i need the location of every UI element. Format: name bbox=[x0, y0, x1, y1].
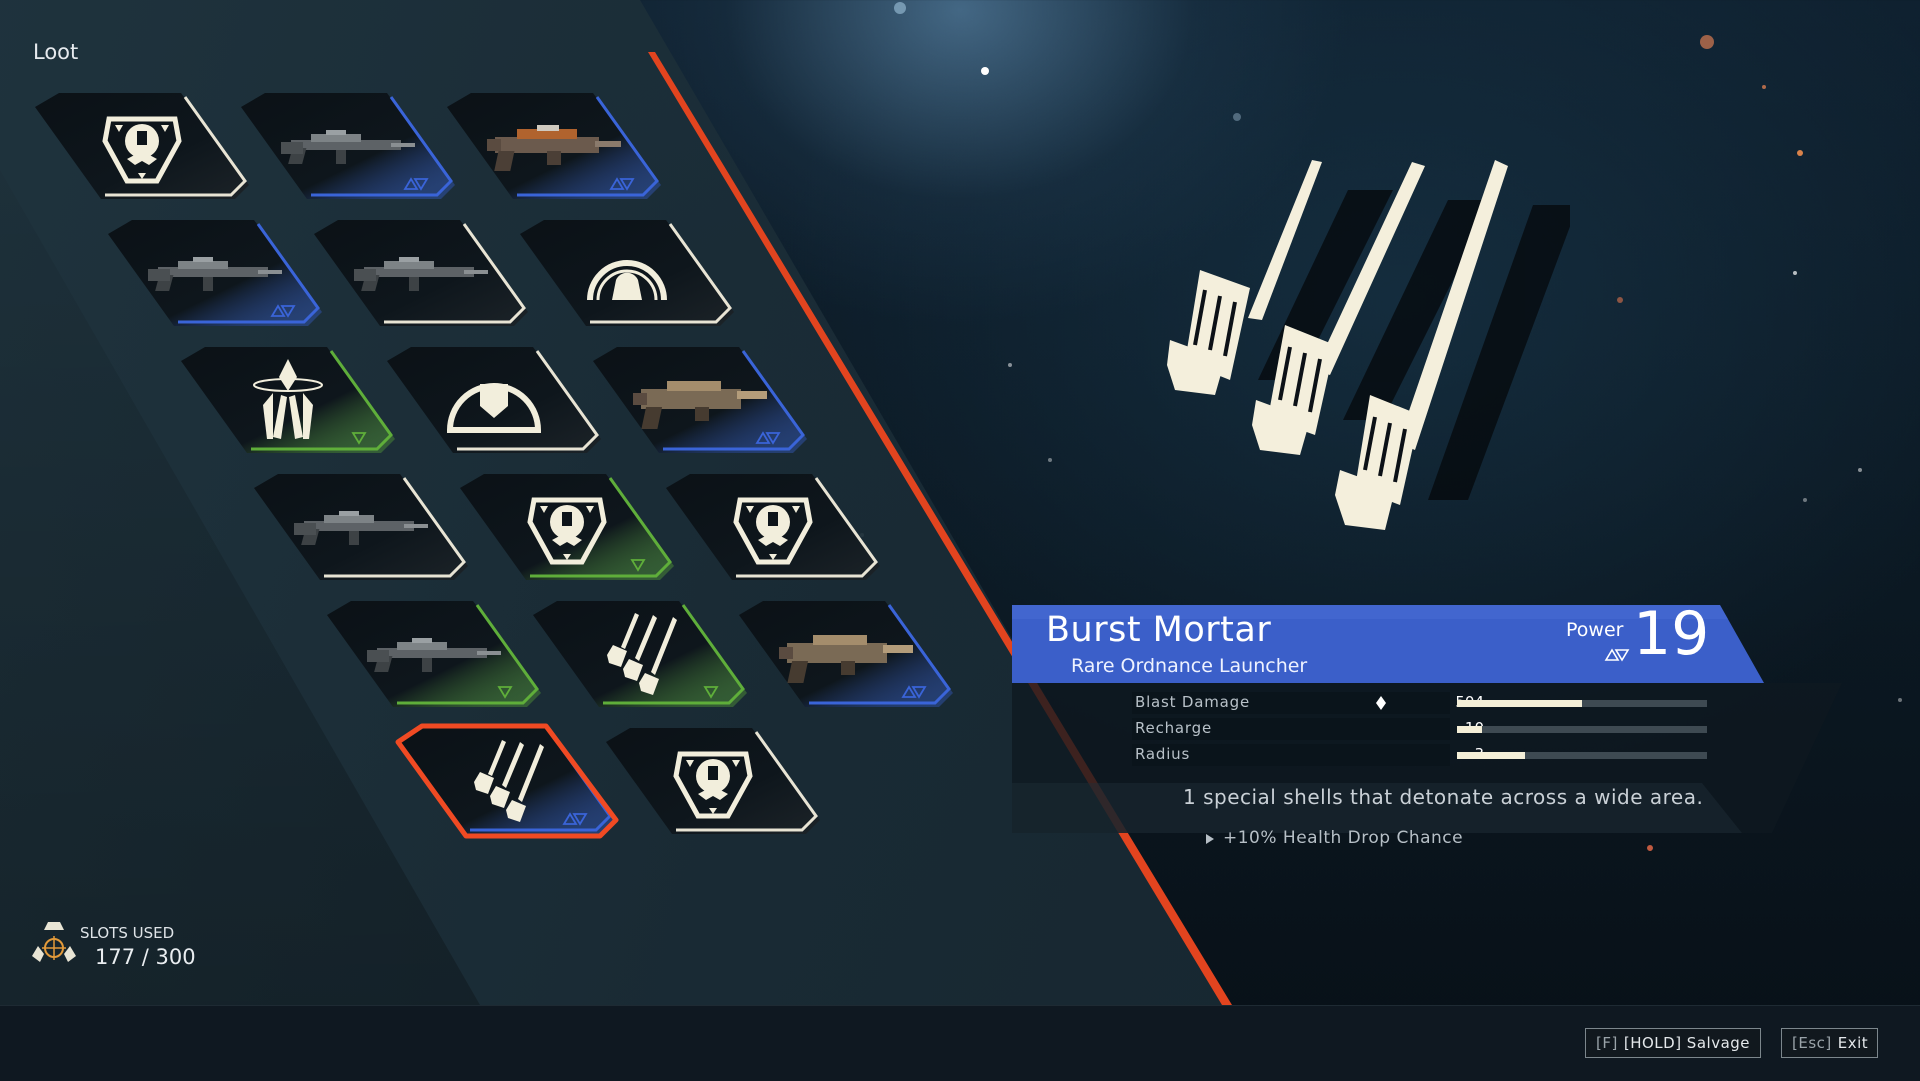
salvage-button[interactable]: [F] [HOLD] Salvage bbox=[1585, 1028, 1761, 1058]
power-label: Power bbox=[1566, 619, 1624, 641]
stat-bar bbox=[1457, 752, 1707, 759]
rarity-icon bbox=[703, 686, 719, 699]
loot-item[interactable] bbox=[181, 347, 395, 453]
loot-item[interactable] bbox=[520, 220, 734, 326]
shield-dome-icon bbox=[427, 353, 561, 447]
rifle-icon bbox=[354, 226, 488, 320]
rifle-icon bbox=[148, 226, 282, 320]
rifle-icon bbox=[281, 99, 415, 193]
rarity-icon bbox=[351, 432, 367, 445]
slots-used-value: 177 / 300 bbox=[95, 945, 196, 969]
panel-title: Loot bbox=[33, 40, 79, 64]
rarity-icon bbox=[609, 177, 635, 191]
loot-item[interactable] bbox=[606, 728, 820, 834]
selection-highlight bbox=[395, 723, 619, 839]
item-perk: +10% Health Drop Chance bbox=[1223, 828, 1464, 848]
loot-item[interactable] bbox=[533, 601, 747, 707]
loot-item[interactable] bbox=[254, 474, 468, 580]
rarity-icon bbox=[403, 177, 429, 191]
missiles-icon bbox=[440, 734, 574, 828]
stat-row-blast-damage: Blast Damage 504 bbox=[1132, 692, 1712, 714]
rarity-icon bbox=[1604, 648, 1630, 662]
loot-item[interactable] bbox=[35, 93, 249, 199]
diamond-icon bbox=[1376, 696, 1386, 710]
loot-item[interactable] bbox=[739, 601, 953, 707]
heavy-gun-icon bbox=[779, 607, 913, 701]
loot-item[interactable] bbox=[593, 347, 807, 453]
item-artwork bbox=[1167, 160, 1570, 530]
loot-item[interactable] bbox=[460, 474, 674, 580]
rarity-icon bbox=[630, 559, 646, 572]
exit-key: [Esc] bbox=[1792, 1034, 1832, 1052]
assault-rifle-icon bbox=[487, 99, 621, 193]
loot-item[interactable] bbox=[314, 220, 528, 326]
loot-item[interactable] bbox=[387, 347, 601, 453]
stat-row-recharge: Recharge 10 bbox=[1132, 718, 1712, 740]
item-description: 1 special shells that detonate across a … bbox=[1183, 785, 1704, 809]
salvage-label: [HOLD] Salvage bbox=[1623, 1034, 1751, 1052]
heavy-gun-icon bbox=[633, 353, 767, 447]
rifle-icon bbox=[367, 607, 501, 701]
loot-item[interactable] bbox=[241, 93, 455, 199]
seal-weapon-icon bbox=[706, 480, 840, 574]
slots-used-label: SLOTS USED bbox=[80, 924, 175, 942]
stat-bar bbox=[1457, 700, 1707, 707]
stat-bar bbox=[1457, 726, 1707, 733]
item-name-banner bbox=[1012, 605, 1764, 683]
power-value: 19 bbox=[1633, 599, 1710, 669]
stat-row-radius: Radius 3 bbox=[1132, 744, 1712, 766]
inventory-slots-icon bbox=[32, 922, 76, 962]
salvage-key: [F] bbox=[1596, 1034, 1618, 1052]
loot-item[interactable] bbox=[395, 723, 619, 839]
loot-item[interactable] bbox=[447, 93, 661, 199]
exit-label: Exit bbox=[1837, 1034, 1869, 1052]
loot-item[interactable] bbox=[666, 474, 880, 580]
rarity-icon bbox=[562, 812, 588, 826]
seal-shield-icon bbox=[75, 99, 209, 193]
stat-name: Blast Damage bbox=[1135, 693, 1251, 711]
stat-name: Radius bbox=[1135, 745, 1191, 763]
rarity-icon bbox=[755, 431, 781, 445]
rarity-icon bbox=[270, 304, 296, 318]
seal-emblem-icon bbox=[500, 480, 634, 574]
loot-item[interactable] bbox=[327, 601, 541, 707]
rifle-icon bbox=[294, 480, 428, 574]
perk-arrow-icon bbox=[1206, 834, 1214, 844]
loot-item-tile bbox=[181, 347, 395, 453]
item-name: Burst Mortar bbox=[1046, 610, 1272, 650]
stat-name: Recharge bbox=[1135, 719, 1212, 737]
crystal-emblem-icon bbox=[221, 353, 355, 447]
loot-item[interactable] bbox=[108, 220, 322, 326]
item-type: Rare Ordnance Launcher bbox=[1071, 655, 1308, 677]
rarity-icon bbox=[901, 685, 927, 699]
seal-shield-icon bbox=[646, 734, 780, 828]
exit-button[interactable]: [Esc] Exit bbox=[1781, 1028, 1878, 1058]
rarity-icon bbox=[497, 686, 513, 699]
missiles-icon bbox=[573, 607, 707, 701]
dome-emblem-icon bbox=[560, 226, 694, 320]
